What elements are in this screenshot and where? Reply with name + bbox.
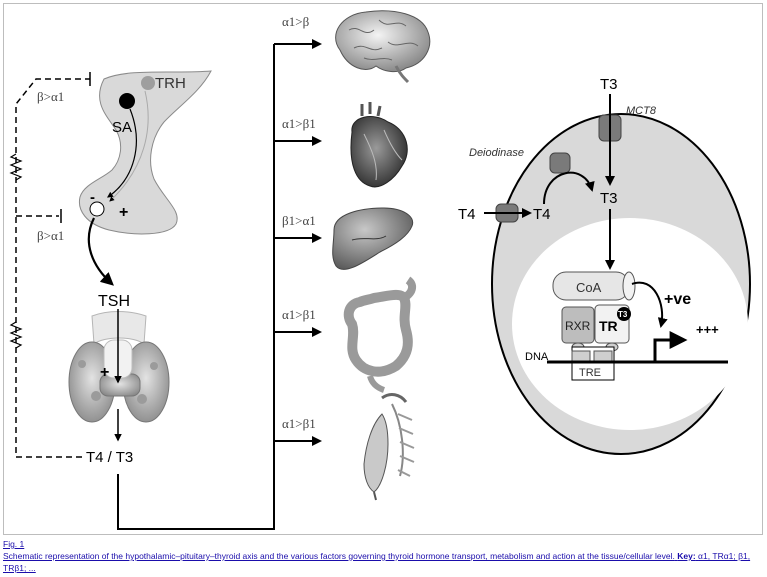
- ratio-intestine: α1>β1: [282, 307, 316, 322]
- trh-neuron: [141, 76, 155, 90]
- figure-link[interactable]: Fig. 1: [3, 539, 25, 549]
- deiodinase-label: Deiodinase: [469, 147, 524, 159]
- thyroid-plus-mark: +: [100, 364, 109, 381]
- trh-to-pituitary-arrow: [109, 90, 149, 202]
- tr-label: TR: [599, 318, 618, 334]
- t4t3-to-tissues-line: [117, 44, 275, 530]
- t3-bound-badge: [617, 307, 631, 321]
- deiodinase-enzyme: [549, 152, 571, 174]
- inhibit-mark: -: [90, 189, 95, 206]
- coa-label: CoA: [576, 280, 602, 295]
- t3-extracellular-label: T3: [600, 76, 618, 93]
- intestine-image: [343, 276, 417, 393]
- feedback-ratio-lower: β>α1: [37, 228, 64, 243]
- rxr-label: RXR: [565, 319, 591, 333]
- t4-intracellular-label: T4: [533, 206, 551, 223]
- brain-image: [335, 10, 431, 84]
- t3-badge-label: T3: [618, 310, 628, 319]
- muscle-image: [363, 393, 415, 501]
- feedback-ratio-upper: β>α1: [37, 89, 64, 104]
- sa-label: SA: [112, 119, 132, 136]
- deiodination-arrow: [543, 171, 595, 205]
- ratio-muscle: α1>β1: [282, 416, 316, 431]
- mct8-label: MCT8: [626, 105, 657, 117]
- caption-key-label: Key:: [677, 551, 696, 561]
- activation-arrow: [631, 281, 668, 328]
- stimulate-mark: +: [119, 204, 128, 221]
- ratio-liver: β1>α1: [282, 213, 316, 228]
- t3-cytoplasm-label: T3: [600, 190, 618, 207]
- trh-label: TRH: [155, 75, 186, 92]
- t4-extracellular-label: T4: [458, 206, 476, 223]
- figure-caption: Fig. 1 Schematic representation of the h…: [3, 538, 763, 574]
- caption-key-text: α1, TRα1; β1, TRβ1; ...: [3, 551, 751, 573]
- heart-image: [350, 102, 408, 188]
- t4-t3-label: T4 / T3: [86, 449, 133, 466]
- thyroid-gland-image: [68, 311, 170, 423]
- caption-link[interactable]: Schematic representation of the hypothal…: [3, 551, 750, 573]
- figure-panel: TRH SA - + TSH + T4 / T3 β>α1 β>α1 α1>β …: [3, 3, 763, 535]
- dna-label: DNA: [525, 351, 549, 363]
- tre-label: TRE: [579, 367, 601, 379]
- caption-text: Schematic representation of the hypothal…: [3, 551, 675, 561]
- sa-neuron: [119, 93, 135, 109]
- ratio-brain: α1>β: [282, 14, 310, 29]
- feedback-loop-upper: [15, 78, 90, 458]
- ratio-heart: α1>β1: [282, 116, 316, 131]
- transcription-start-arrow: [653, 331, 688, 362]
- feedback-zigzag-upper: [9, 153, 23, 181]
- feedback-zigzag-lower: [9, 321, 23, 349]
- liver-image: [332, 207, 414, 270]
- pituitary-to-tsh-arrow: [87, 217, 114, 286]
- sa-to-pituitary-arrow: [107, 108, 137, 198]
- thyrotroph-cell: [89, 201, 105, 217]
- nucleus: [512, 218, 748, 430]
- transcription-increase-label: +++: [696, 322, 719, 337]
- tsh-label: TSH: [98, 293, 130, 310]
- positive-effect-label: +ve: [664, 291, 691, 308]
